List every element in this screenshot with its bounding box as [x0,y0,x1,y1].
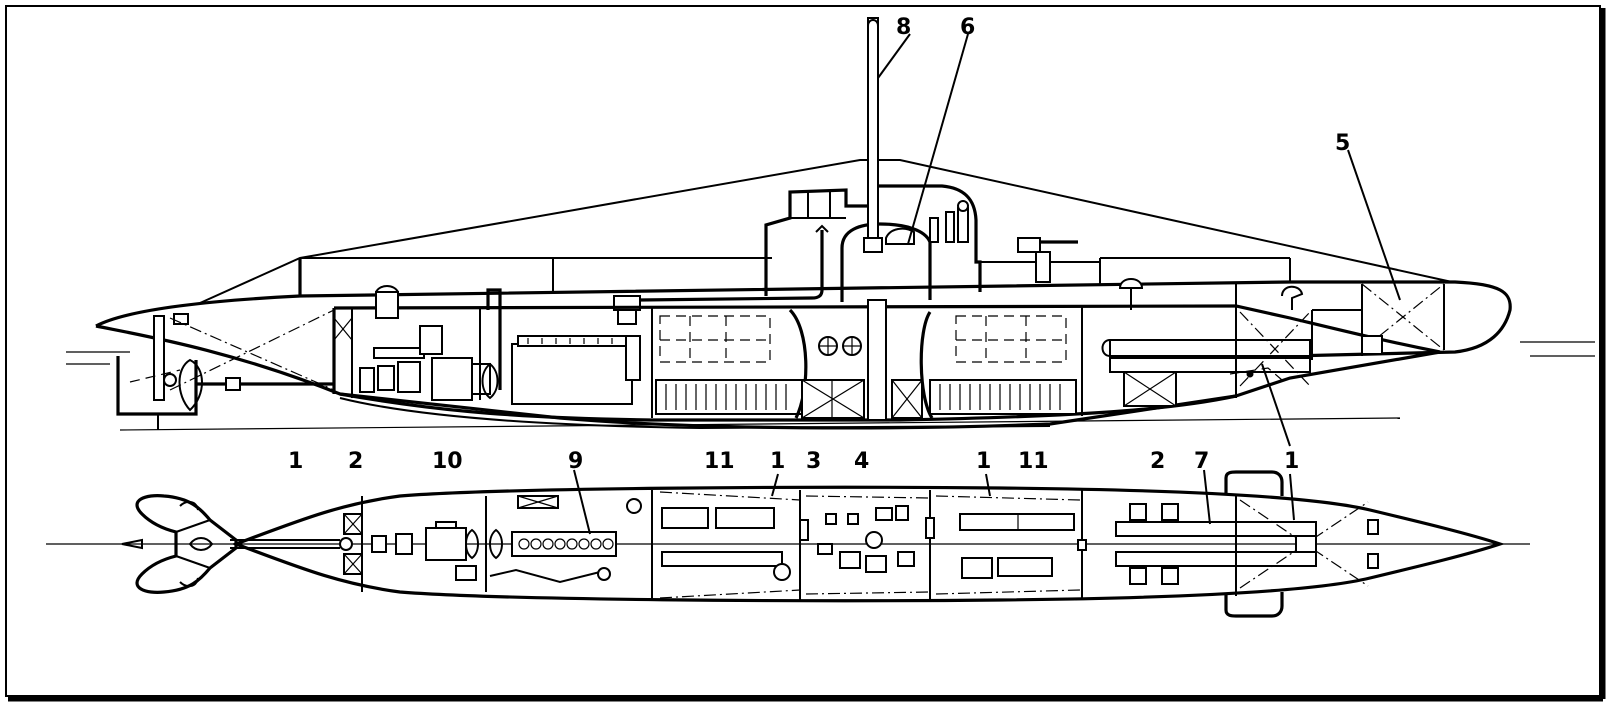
callout-2-bow: 2 [1150,449,1165,474]
bow-plane-top [1224,470,1284,496]
aft-battery-cells [665,384,787,410]
callout-3: 3 [806,449,821,474]
callout-10: 10 [432,449,463,474]
periscope [867,17,879,239]
callout-2-stern: 2 [348,449,363,474]
callout-7: 7 [1194,449,1209,474]
callout-6: 6 [960,15,975,40]
stern-planes [135,494,238,594]
callout-11-aft: 11 [704,449,735,474]
tower-pressure-hull [840,222,932,302]
forward-battery [929,379,1077,415]
deck-gun [1017,237,1041,253]
callout-4: 4 [854,449,869,474]
leader-lines [573,33,1401,535]
callout-1-fwd-battery: 1 [976,449,991,474]
callout-1-aft-battery: 1 [770,449,785,474]
image-frame [5,5,1606,702]
jumping-wire [199,159,1453,304]
propeller [178,358,203,412]
callout-1-stern: 1 [288,449,303,474]
callout-5: 5 [1335,131,1350,156]
callout-9: 9 [568,449,583,474]
torpedo-tube-upper [1109,339,1311,357]
outer-casing [95,258,1512,358]
diesel-engine [511,343,633,405]
bow-plane-bottom [1224,592,1284,618]
plan-view [46,470,1530,618]
callout-labels: 8 6 5 1 2 10 9 11 1 3 4 1 11 2 7 1 [288,15,1350,474]
conning-tower [764,184,982,296]
callout-1-bow: 1 [1284,449,1299,474]
side-elevation-view [66,17,1595,431]
baseline [119,417,1401,431]
plan-motor [425,527,467,561]
aft-battery [655,379,803,415]
plan-hull [231,485,1506,603]
callout-11-fwd: 11 [1018,449,1049,474]
callout-8: 8 [896,15,911,40]
